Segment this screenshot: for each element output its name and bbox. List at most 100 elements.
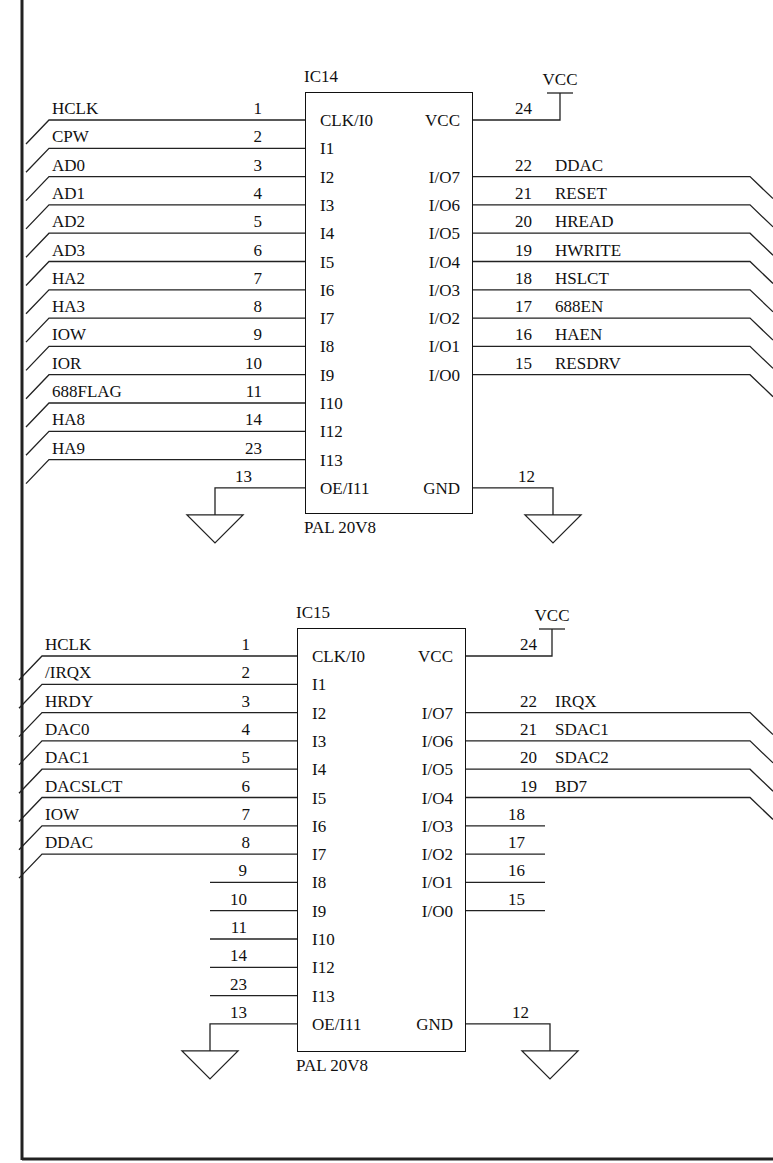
- signal-name: HAEN: [555, 326, 602, 344]
- pin-number: 19: [515, 242, 532, 260]
- pin-number: 23: [230, 976, 247, 994]
- pin-number: 16: [508, 862, 525, 880]
- pin-name: I7: [320, 310, 334, 328]
- signal-name: CPW: [52, 128, 89, 146]
- wire: [473, 375, 773, 397]
- pin-name: I/O2: [422, 846, 453, 864]
- signal-name: HA3: [52, 298, 85, 316]
- pin-number: 10: [230, 891, 247, 909]
- signal-name: IOR: [52, 355, 81, 373]
- signal-name: AD3: [52, 242, 85, 260]
- wire: [473, 93, 560, 120]
- pin-number: 10: [245, 355, 262, 373]
- pin-number: 14: [230, 947, 247, 965]
- pin-name: I8: [320, 338, 334, 356]
- pin-name: I/O6: [429, 197, 460, 215]
- pin-name: I/O5: [422, 761, 453, 779]
- signal-name: SDAC2: [555, 749, 609, 767]
- signal-name: DAC0: [45, 721, 89, 739]
- pin-number: 7: [242, 806, 251, 824]
- pin-number: 23: [245, 440, 262, 458]
- signal-name: RESDRV: [555, 355, 621, 373]
- pin-number: 17: [508, 834, 525, 852]
- pin-name: I3: [312, 733, 326, 751]
- pin-number: 4: [242, 721, 251, 739]
- pin-number: 14: [245, 411, 262, 429]
- pin-number: 16: [515, 326, 532, 344]
- signal-name: RESET: [555, 185, 607, 203]
- pin-name: OE/I11: [320, 480, 369, 498]
- wire: [466, 882, 545, 883]
- wire: [473, 488, 553, 515]
- pin-number: 18: [508, 806, 525, 824]
- frame-line: [22, 1158, 773, 1161]
- supply-label: VCC: [543, 71, 578, 89]
- pin-name: I9: [312, 903, 326, 921]
- pin-number: 1: [254, 100, 263, 118]
- pin-number: 12: [512, 1004, 529, 1022]
- pin-name: OE/I11: [312, 1016, 361, 1034]
- pin-number: 3: [254, 157, 263, 175]
- signal-name: IOW: [52, 326, 86, 344]
- pin-number: 19: [520, 778, 537, 796]
- signal-name: AD0: [52, 157, 85, 175]
- signal-name: SDAC1: [555, 721, 609, 739]
- pin-name: VCC: [425, 112, 460, 130]
- pal-chip: IC14CLK/I0I1I2I3I4I5I6I7I8I9I10I12I13OE/…: [305, 92, 473, 514]
- pin-name: I/O7: [429, 169, 460, 187]
- wire: [539, 628, 565, 629]
- pin-name: I/O0: [429, 367, 460, 385]
- signal-name: /IRQX: [45, 664, 91, 682]
- pin-name: I/O3: [429, 282, 460, 300]
- pin-name: VCC: [418, 648, 453, 666]
- signal-name: HSLCT: [555, 270, 609, 288]
- wire: [466, 629, 552, 656]
- pin-number: 8: [254, 298, 263, 316]
- ground-symbol: [525, 515, 581, 543]
- pin-name: GND: [416, 1016, 453, 1034]
- pin-number: 5: [242, 749, 251, 767]
- pin-name: I/O1: [422, 874, 453, 892]
- pin-name: I4: [312, 761, 326, 779]
- wire: [210, 995, 297, 996]
- signal-name: HREAD: [555, 213, 614, 231]
- pin-number: 5: [254, 213, 263, 231]
- pin-name: I1: [320, 140, 334, 158]
- pin-name: I/O4: [422, 790, 453, 808]
- wire: [210, 882, 297, 883]
- frame-line: [21, 0, 24, 1160]
- pin-number: 20: [520, 749, 537, 767]
- signal-name: HCLK: [52, 100, 98, 118]
- chip-type: PAL 20V8: [296, 1057, 368, 1075]
- pin-number: 3: [242, 693, 251, 711]
- pin-name: I12: [312, 959, 335, 977]
- wire: [466, 713, 773, 735]
- pin-number: 11: [246, 383, 262, 401]
- wire: [19, 854, 297, 878]
- signal-name: DDAC: [45, 834, 93, 852]
- pin-name: I3: [320, 197, 334, 215]
- signal-name: DDAC: [555, 157, 603, 175]
- pin-name: I/O5: [429, 225, 460, 243]
- pin-name: I/O6: [422, 733, 453, 751]
- signal-name: HA8: [52, 411, 85, 429]
- pin-name: I6: [312, 818, 326, 836]
- pin-number: 21: [520, 721, 537, 739]
- pin-number: 9: [239, 862, 248, 880]
- pin-name: I5: [320, 254, 334, 272]
- wire: [466, 741, 773, 763]
- pin-number: 6: [242, 778, 251, 796]
- pin-name: I/O0: [422, 903, 453, 921]
- supply-label: VCC: [535, 607, 570, 625]
- signal-name: DACSLCT: [45, 778, 122, 796]
- signal-name: BD7: [555, 778, 587, 796]
- pin-number: 2: [254, 128, 263, 146]
- pin-number: 1: [242, 636, 251, 654]
- pin-number: 18: [515, 270, 532, 288]
- pin-name: I9: [320, 367, 334, 385]
- pin-number: 24: [520, 636, 537, 654]
- pin-number: 8: [242, 834, 251, 852]
- ground-symbol: [182, 1051, 238, 1079]
- pin-name: I7: [312, 846, 326, 864]
